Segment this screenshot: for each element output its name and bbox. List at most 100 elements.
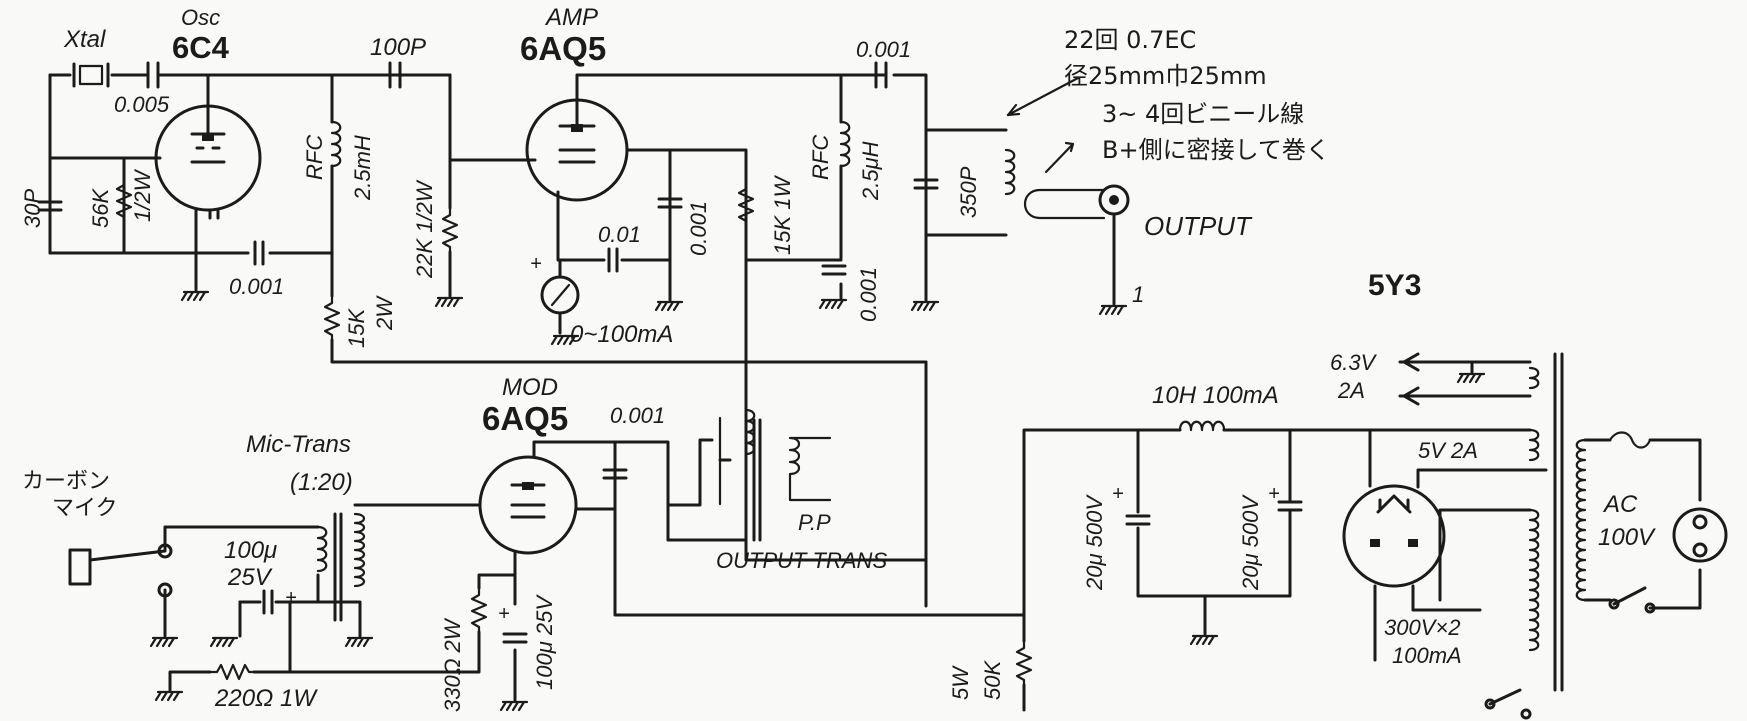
capacitor-0-001-b bbox=[821, 264, 847, 276]
label-coil-turns: 22回 0.7EC bbox=[1064, 26, 1196, 54]
capacitor-0-01 bbox=[607, 247, 619, 273]
label-mic: マイク bbox=[52, 496, 118, 521]
label-rfc-amp: RFC bbox=[808, 135, 833, 180]
tank-coil bbox=[1004, 148, 1016, 196]
label-2-5mh: 2.5mH bbox=[350, 135, 375, 201]
label-100v: 100V bbox=[1598, 524, 1656, 551]
label-0-001-osc: 0.001 bbox=[229, 274, 284, 299]
label-300v: 300V×2 bbox=[1384, 615, 1460, 640]
label-5w: 5W bbox=[948, 665, 973, 700]
capacitor-0-005 bbox=[146, 61, 160, 89]
heater-winding-5v bbox=[1528, 428, 1540, 462]
capacitor-0-001-osc bbox=[253, 240, 265, 266]
label-carbon: カーボン bbox=[22, 469, 110, 494]
label-ratio: (1:20) bbox=[290, 469, 353, 496]
label-0-001-top: 0.001 bbox=[856, 37, 911, 62]
label-half-w: 1/2W bbox=[130, 168, 155, 222]
label-pm-4: + bbox=[285, 587, 297, 609]
modulator-stage bbox=[154, 360, 1026, 712]
primary-winding bbox=[1575, 438, 1587, 602]
amplifier-stage bbox=[378, 61, 1130, 412]
label-0-001-b: 0.001 bbox=[856, 267, 881, 322]
label-5y3: 5Y3 bbox=[1368, 269, 1421, 302]
label-rfc-osc: RFC bbox=[302, 135, 327, 180]
label-15k-2w: 15K bbox=[344, 308, 369, 348]
hv-winding bbox=[1528, 508, 1540, 652]
label-0-001-mod: 0.001 bbox=[610, 403, 665, 428]
label-coil-size: 径25mm巾25mm bbox=[1064, 62, 1267, 90]
label-100u-25v: 100μ 25V bbox=[532, 594, 557, 690]
rfc-2-5mh bbox=[330, 120, 342, 168]
label-5v: 5V 2A bbox=[1418, 438, 1478, 463]
crystal bbox=[72, 62, 110, 88]
label-osc: Osc bbox=[181, 5, 220, 30]
filter-cap-2 bbox=[1277, 500, 1303, 512]
label-pp: P.P bbox=[798, 510, 831, 535]
label-6a05-amp: 6AQ5 bbox=[520, 30, 606, 67]
label-pm-3: + bbox=[498, 603, 510, 625]
label-2w: 2W bbox=[372, 295, 397, 331]
resistor-15k-2w bbox=[323, 294, 341, 342]
label-330: 330Ω 2W bbox=[440, 617, 465, 712]
label-56k: 56K bbox=[88, 188, 113, 228]
power-supply bbox=[1015, 352, 1728, 720]
standby-switch[interactable] bbox=[1488, 688, 1522, 706]
mic-trans-primary bbox=[316, 525, 328, 573]
label-2a: 2A bbox=[1337, 378, 1365, 403]
label-10h: 10H 100mA bbox=[1152, 382, 1279, 409]
resistor-22k bbox=[441, 206, 459, 254]
label-output: OUTPUT bbox=[1144, 211, 1253, 241]
label-pm-1: + bbox=[1112, 483, 1124, 505]
label-0-01: 0.01 bbox=[598, 222, 641, 247]
mic-input bbox=[68, 512, 374, 674]
label-plus: + bbox=[530, 253, 542, 275]
label-mod: MOD bbox=[502, 374, 558, 401]
label-pm-2: + bbox=[1268, 483, 1280, 505]
label-25v: 25V bbox=[227, 564, 273, 591]
label-2-5uh: 2.5μH bbox=[858, 141, 883, 201]
label-0-001-screen: 0.001 bbox=[686, 201, 711, 256]
label-6-3v: 6.3V bbox=[1330, 350, 1378, 375]
label-one: 1 bbox=[1132, 282, 1144, 307]
choke-10h bbox=[1178, 420, 1226, 432]
label-220: 220Ω 1W bbox=[214, 685, 318, 712]
capacitor-100u-25v-b bbox=[502, 632, 528, 644]
oscillator-stage bbox=[37, 61, 928, 608]
label-6a05-mod: 6AQ5 bbox=[482, 400, 568, 437]
label-100u: 100μ bbox=[224, 537, 277, 564]
label-output-trans: OUTPUT TRANS bbox=[716, 548, 887, 573]
label-ac: AC bbox=[1602, 491, 1638, 518]
label-22k: 22K 1/2W bbox=[412, 179, 437, 279]
mic-trans-secondary bbox=[353, 512, 366, 588]
rfc-2-5uh bbox=[839, 120, 851, 168]
label-350p: 350P bbox=[956, 166, 981, 218]
heater-winding-6-3v bbox=[1528, 366, 1540, 390]
label-xtal: Xtal bbox=[63, 26, 106, 53]
label-mic-trans: Mic-Trans bbox=[246, 431, 351, 458]
filter-cap-1 bbox=[1125, 514, 1151, 526]
label-link-note: B+側に密接して巻く bbox=[1102, 136, 1330, 164]
resistor-220 bbox=[208, 663, 256, 681]
power-switch[interactable] bbox=[1612, 586, 1647, 606]
capacitor-0-001-out bbox=[874, 61, 888, 89]
label-50k: 50K bbox=[980, 660, 1005, 700]
ac-plug bbox=[1672, 507, 1728, 563]
label-6c4: 6C4 bbox=[172, 30, 230, 65]
capacitor-100u-25v bbox=[262, 589, 274, 615]
label-link-turns: 3~ 4回ビニール線 bbox=[1102, 100, 1304, 128]
label-100p: 100P bbox=[370, 34, 426, 61]
label-20u-1: 20μ 500V bbox=[1082, 494, 1107, 591]
label-15k-1w: 15K 1W bbox=[770, 175, 795, 255]
labels: Xtal Osc 6C4 0.005 100P AMP 6AQ5 0.001 2… bbox=[20, 4, 1656, 712]
bleeder-50k bbox=[1015, 639, 1033, 687]
label-30p: 30P bbox=[20, 189, 45, 228]
label-amp: AMP bbox=[544, 4, 598, 31]
tube-5y3 bbox=[1342, 484, 1446, 588]
resistor-330 bbox=[470, 586, 488, 634]
label-meter: 0~100mA bbox=[570, 321, 673, 348]
label-0-005: 0.005 bbox=[114, 92, 170, 117]
label-20u-2: 20μ 500V bbox=[1238, 494, 1263, 591]
capacitor-100p bbox=[388, 61, 402, 89]
